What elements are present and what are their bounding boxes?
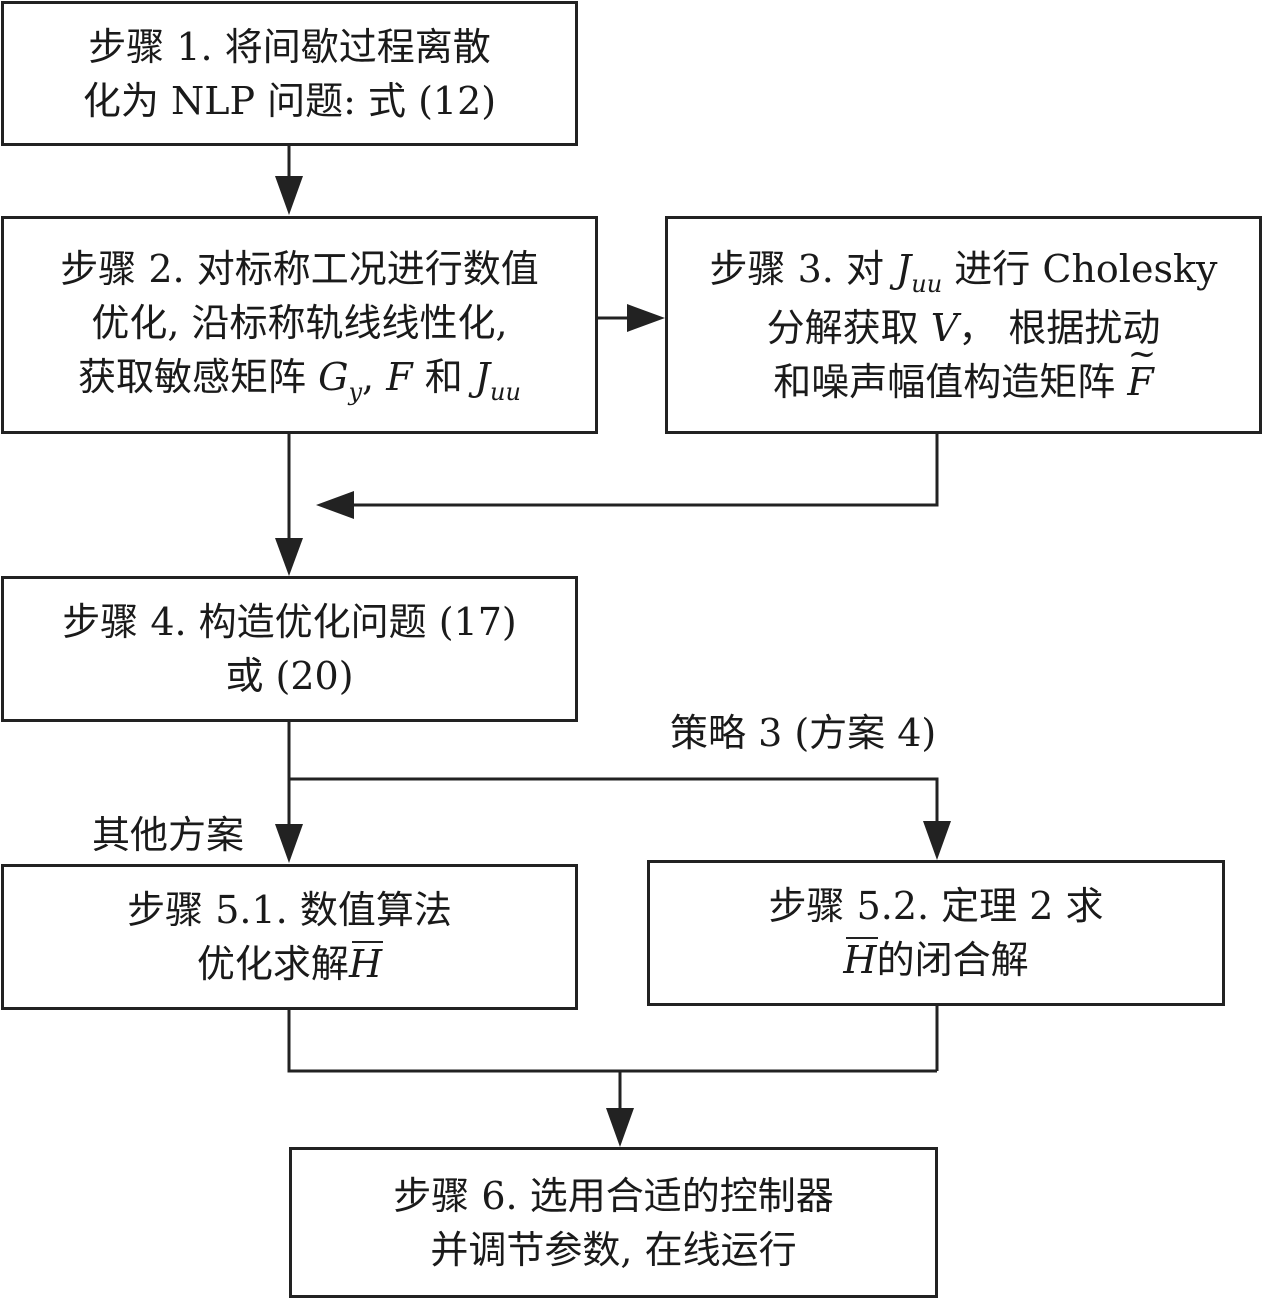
step6-box: 步骤 6. 选用合适的控制器 并调节参数, 在线运行 xyxy=(289,1147,938,1298)
symbol-G: G xyxy=(318,354,349,399)
step3-line3: 和噪声幅值构造矩阵 F xyxy=(773,355,1153,409)
arrowhead-step3 xyxy=(627,304,665,332)
step2-and: 和 xyxy=(424,354,463,399)
step2-line2: 优化, 沿标称轨线线性化, xyxy=(91,300,508,345)
step3-symbol-J-subscript: uu xyxy=(911,269,943,298)
step51-box: 步骤 5.1. 数值算法 优化求解H xyxy=(1,864,578,1010)
step3-line2-prefix: 分解获取 xyxy=(766,305,919,350)
step4-line1: 步骤 4. 构造优化问题 (17) xyxy=(62,600,517,644)
step3-prefix: 步骤 3. 对 xyxy=(709,246,884,291)
arrowhead-step2 xyxy=(275,176,303,215)
step4-line2: 或 (20) xyxy=(225,654,354,698)
arrowhead-merge-left xyxy=(316,491,354,519)
step4-box: 步骤 4. 构造优化问题 (17) 或 (20) xyxy=(1,576,578,722)
symbol-G-subscript: y xyxy=(348,377,363,406)
step3-box: 步骤 3. 对 Juu 进行 Cholesky 分解获取 V， 根据扰动 和噪声… xyxy=(665,216,1262,434)
step52-line2-suffix: 的闭合解 xyxy=(876,938,1029,982)
step3-symbol-J: J xyxy=(896,246,912,291)
symbol-H-bar: H xyxy=(349,937,384,991)
step6-line2: 并调节参数, 在线运行 xyxy=(430,1227,797,1272)
symbol-J: J xyxy=(474,354,491,399)
connector-join xyxy=(287,1008,937,1073)
step52-symbol-H-bar: H xyxy=(843,933,878,987)
step3-line3-prefix: 和噪声幅值构造矩阵 xyxy=(773,359,1116,404)
step2-box: 步骤 2. 对标称工况进行数值 优化, 沿标称轨线线性化, 获取敏感矩阵 Gy,… xyxy=(1,216,598,434)
step1-box: 步骤 1. 将间歇过程离散 化为 NLP 问题: 式 (12) xyxy=(1,1,578,146)
symbol-J-subscript: uu xyxy=(490,377,521,406)
step6-line1: 步骤 6. 选用合适的控制器 xyxy=(393,1173,834,1218)
step52-box: 步骤 5.2. 定理 2 求 H的闭合解 xyxy=(647,860,1225,1006)
step3-line2-suffix: ， 根据扰动 xyxy=(958,305,1161,350)
step3-suffix: 进行 Cholesky xyxy=(954,246,1218,291)
arrowhead-step6 xyxy=(606,1108,634,1147)
branch-label-other: 其他方案 xyxy=(92,813,245,857)
symbol-F-tilde: F xyxy=(1127,355,1153,409)
step52-line2: H的闭合解 xyxy=(843,933,1029,987)
symbol-F: F xyxy=(386,354,413,399)
step2-line3: 获取敏感矩阵 Gy, F 和 Juu xyxy=(78,350,521,409)
branch-label-strategy3: 策略 3 (方案 4) xyxy=(670,711,937,755)
step1-line1: 步骤 1. 将间歇过程离散 xyxy=(88,24,491,69)
arrowhead-step4 xyxy=(275,538,303,576)
step2-comma: , xyxy=(362,354,375,399)
step2-line1: 步骤 2. 对标称工况进行数值 xyxy=(60,246,539,291)
step2-line3-prefix: 获取敏感矩阵 xyxy=(78,354,307,399)
step51-line2: 优化求解H xyxy=(196,937,384,991)
connector-step3-return xyxy=(350,433,939,507)
step3-line1: 步骤 3. 对 Juu 进行 Cholesky xyxy=(710,242,1218,301)
connector-branch-strategy3 xyxy=(289,777,939,824)
step3-line2: 分解获取 V， 根据扰动 xyxy=(767,301,1161,355)
arrowhead-step51 xyxy=(275,824,303,863)
step51-line2-prefix: 优化求解 xyxy=(196,942,349,986)
arrowhead-step52 xyxy=(923,821,951,860)
step1-line2: 化为 NLP 问题: 式 (12) xyxy=(82,78,497,123)
step51-line1: 步骤 5.1. 数值算法 xyxy=(127,888,452,932)
symbol-V: V xyxy=(930,305,959,350)
step52-line1: 步骤 5.2. 定理 2 求 xyxy=(768,884,1104,928)
